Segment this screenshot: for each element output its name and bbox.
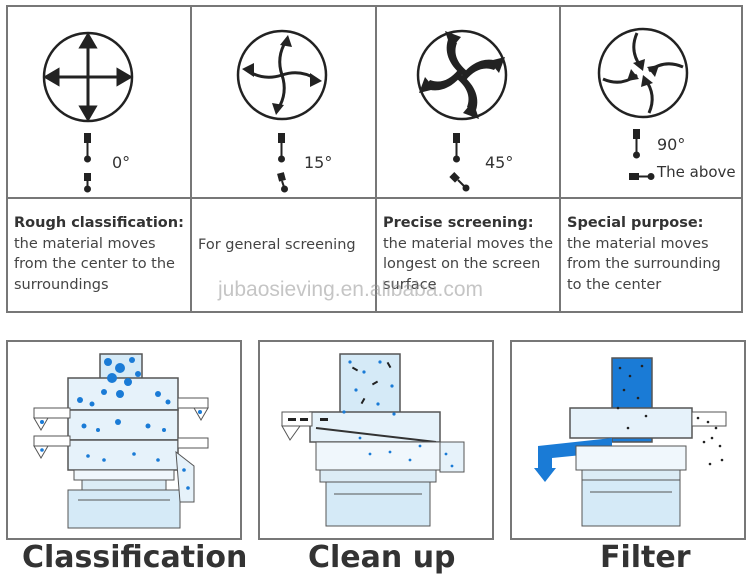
angle-label: 15° xyxy=(304,153,333,172)
watermark: jubaosieving.en.alibaba.com xyxy=(218,278,484,301)
inward-spiral-icon xyxy=(597,27,689,119)
weight-45deg-icon xyxy=(449,133,470,192)
description-title: Rough classification: xyxy=(14,215,184,231)
filter-panel xyxy=(510,340,746,540)
description-title: Precise screening: xyxy=(383,215,534,231)
clean-up-panel xyxy=(258,340,494,540)
above-label: The above xyxy=(657,163,736,181)
description-body: the material moves the longest on the sc… xyxy=(383,235,553,293)
description-cell: For general screening xyxy=(192,199,375,313)
angle-label: 90° xyxy=(657,135,686,154)
description-cell: Rough classification: the material moves… xyxy=(8,199,190,313)
weight-90deg-icon xyxy=(629,129,655,180)
weight-15deg-icon xyxy=(277,133,288,193)
icon-cell-2: 45° xyxy=(377,7,559,197)
slight-spiral-icon xyxy=(236,29,328,121)
description-body: the material moves from the center to th… xyxy=(14,235,175,293)
angle-label: 0° xyxy=(112,153,131,172)
description-body: For general screening xyxy=(198,237,356,253)
divider xyxy=(559,7,561,311)
icon-cell-3: 90° The above xyxy=(561,7,743,197)
icon-cell-1: 15° xyxy=(192,7,375,197)
divider xyxy=(8,197,741,199)
filter-machine-illustration xyxy=(534,357,727,527)
description-cell: Precise screening: the material moves th… xyxy=(377,199,559,313)
description-body: the material moves from the surrounding … xyxy=(567,235,721,293)
divider xyxy=(190,7,192,311)
caption-classification: Classification xyxy=(22,540,248,575)
strong-spiral-icon xyxy=(416,29,508,121)
classification-panel xyxy=(6,340,242,540)
angle-label: 45° xyxy=(485,153,514,172)
classification-machine-illustration xyxy=(33,353,209,529)
divider xyxy=(375,7,377,311)
icon-cell-0: 0° xyxy=(8,7,190,197)
description-cell: Special purpose: the material moves from… xyxy=(561,199,743,313)
radial-arrows-icon xyxy=(42,31,134,123)
weight-0deg-icon xyxy=(84,133,91,193)
clean-up-machine-illustration xyxy=(281,353,465,527)
caption-filter: Filter xyxy=(600,540,691,575)
motion-table: 0° 15° xyxy=(6,5,743,313)
caption-clean-up: Clean up xyxy=(308,540,456,575)
description-title: Special purpose: xyxy=(567,215,704,231)
